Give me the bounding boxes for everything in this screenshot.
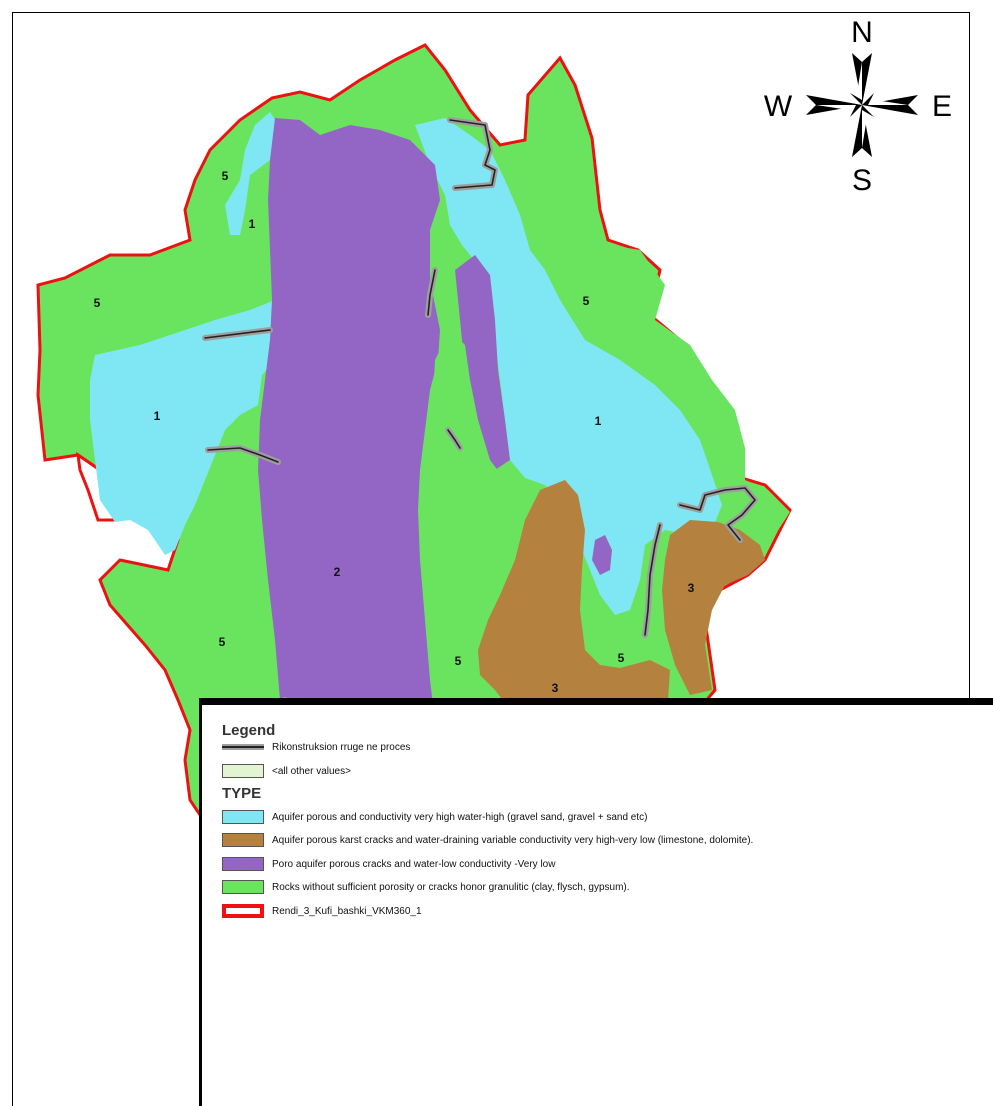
zone-label: 2 xyxy=(334,565,341,579)
region-poro-aquifer-east-strip xyxy=(455,255,510,470)
compass-rose: N S E W xyxy=(764,16,952,197)
compass-west-label: W xyxy=(764,90,793,123)
legend-panel: Legend Rikonstruksion rruge ne proces <a… xyxy=(199,698,993,1106)
legend-item-label: Aquifer porous and conductivity very hig… xyxy=(272,811,648,823)
legend-swatch-karst xyxy=(222,833,264,847)
legend-item-label: <all other values> xyxy=(272,765,351,777)
compass-north-label: N xyxy=(851,16,873,49)
region-aquifer-high-northwest xyxy=(225,112,285,235)
region-aquifer-high-west xyxy=(90,298,345,555)
zone-label: 3 xyxy=(552,681,559,695)
zone-label: 1 xyxy=(249,217,256,231)
map-frame xyxy=(12,12,970,1106)
zone-label: 5 xyxy=(618,651,625,665)
legend-item-type: Aquifer porous and conductivity very hig… xyxy=(222,808,647,826)
legend-item-label: Rocks without sufficient porosity or cra… xyxy=(272,881,630,893)
legend-title: Legend xyxy=(222,722,276,739)
legend-item-road: Rikonstruksion rruge ne proces xyxy=(222,738,410,756)
zone-label: 3 xyxy=(688,581,695,595)
region-aquifer-high-east xyxy=(415,118,722,615)
zone-label: 1 xyxy=(154,409,161,423)
legend-item-label: Rikonstruksion rruge ne proces xyxy=(272,741,411,753)
legend-swatch-poro-aquifer xyxy=(222,857,264,871)
legend-item-label: Poro aquifer porous cracks and water-low… xyxy=(272,858,556,870)
legend-item-type: Poro aquifer porous cracks and water-low… xyxy=(222,855,555,873)
compass-south-label: S xyxy=(852,164,872,197)
region-karst-east xyxy=(662,520,765,695)
legend-swatch-aquifer-high xyxy=(222,810,264,824)
zone-label: 1 xyxy=(595,414,602,428)
compass-east-label: E xyxy=(932,90,952,123)
zone-label: 5 xyxy=(583,294,590,308)
zone-label: 5 xyxy=(94,296,101,310)
legend-swatch-other xyxy=(222,764,264,778)
legend-item-type: Aquifer porous karst cracks and water-dr… xyxy=(222,831,753,849)
zone-label: 5 xyxy=(222,169,229,183)
legend-item-label: Aquifer porous karst cracks and water-dr… xyxy=(272,834,754,846)
legend-item-label: Rendi_3_Kufi_bashki_VKM360_1 xyxy=(272,905,422,917)
zone-label: 5 xyxy=(219,635,226,649)
legend-swatch-boundary xyxy=(222,904,264,918)
legend-item-other-values: <all other values> xyxy=(222,762,351,780)
legend-swatch-rocks xyxy=(222,880,264,894)
legend-item-boundary: Rendi_3_Kufi_bashki_VKM360_1 xyxy=(222,902,422,920)
zone-label: 5 xyxy=(455,654,462,668)
legend-type-heading: TYPE xyxy=(222,785,262,802)
legend-item-type: Rocks without sufficient porosity or cra… xyxy=(222,878,630,896)
region-poro-aquifer-small xyxy=(592,535,612,575)
road-line-swatch xyxy=(222,744,264,750)
